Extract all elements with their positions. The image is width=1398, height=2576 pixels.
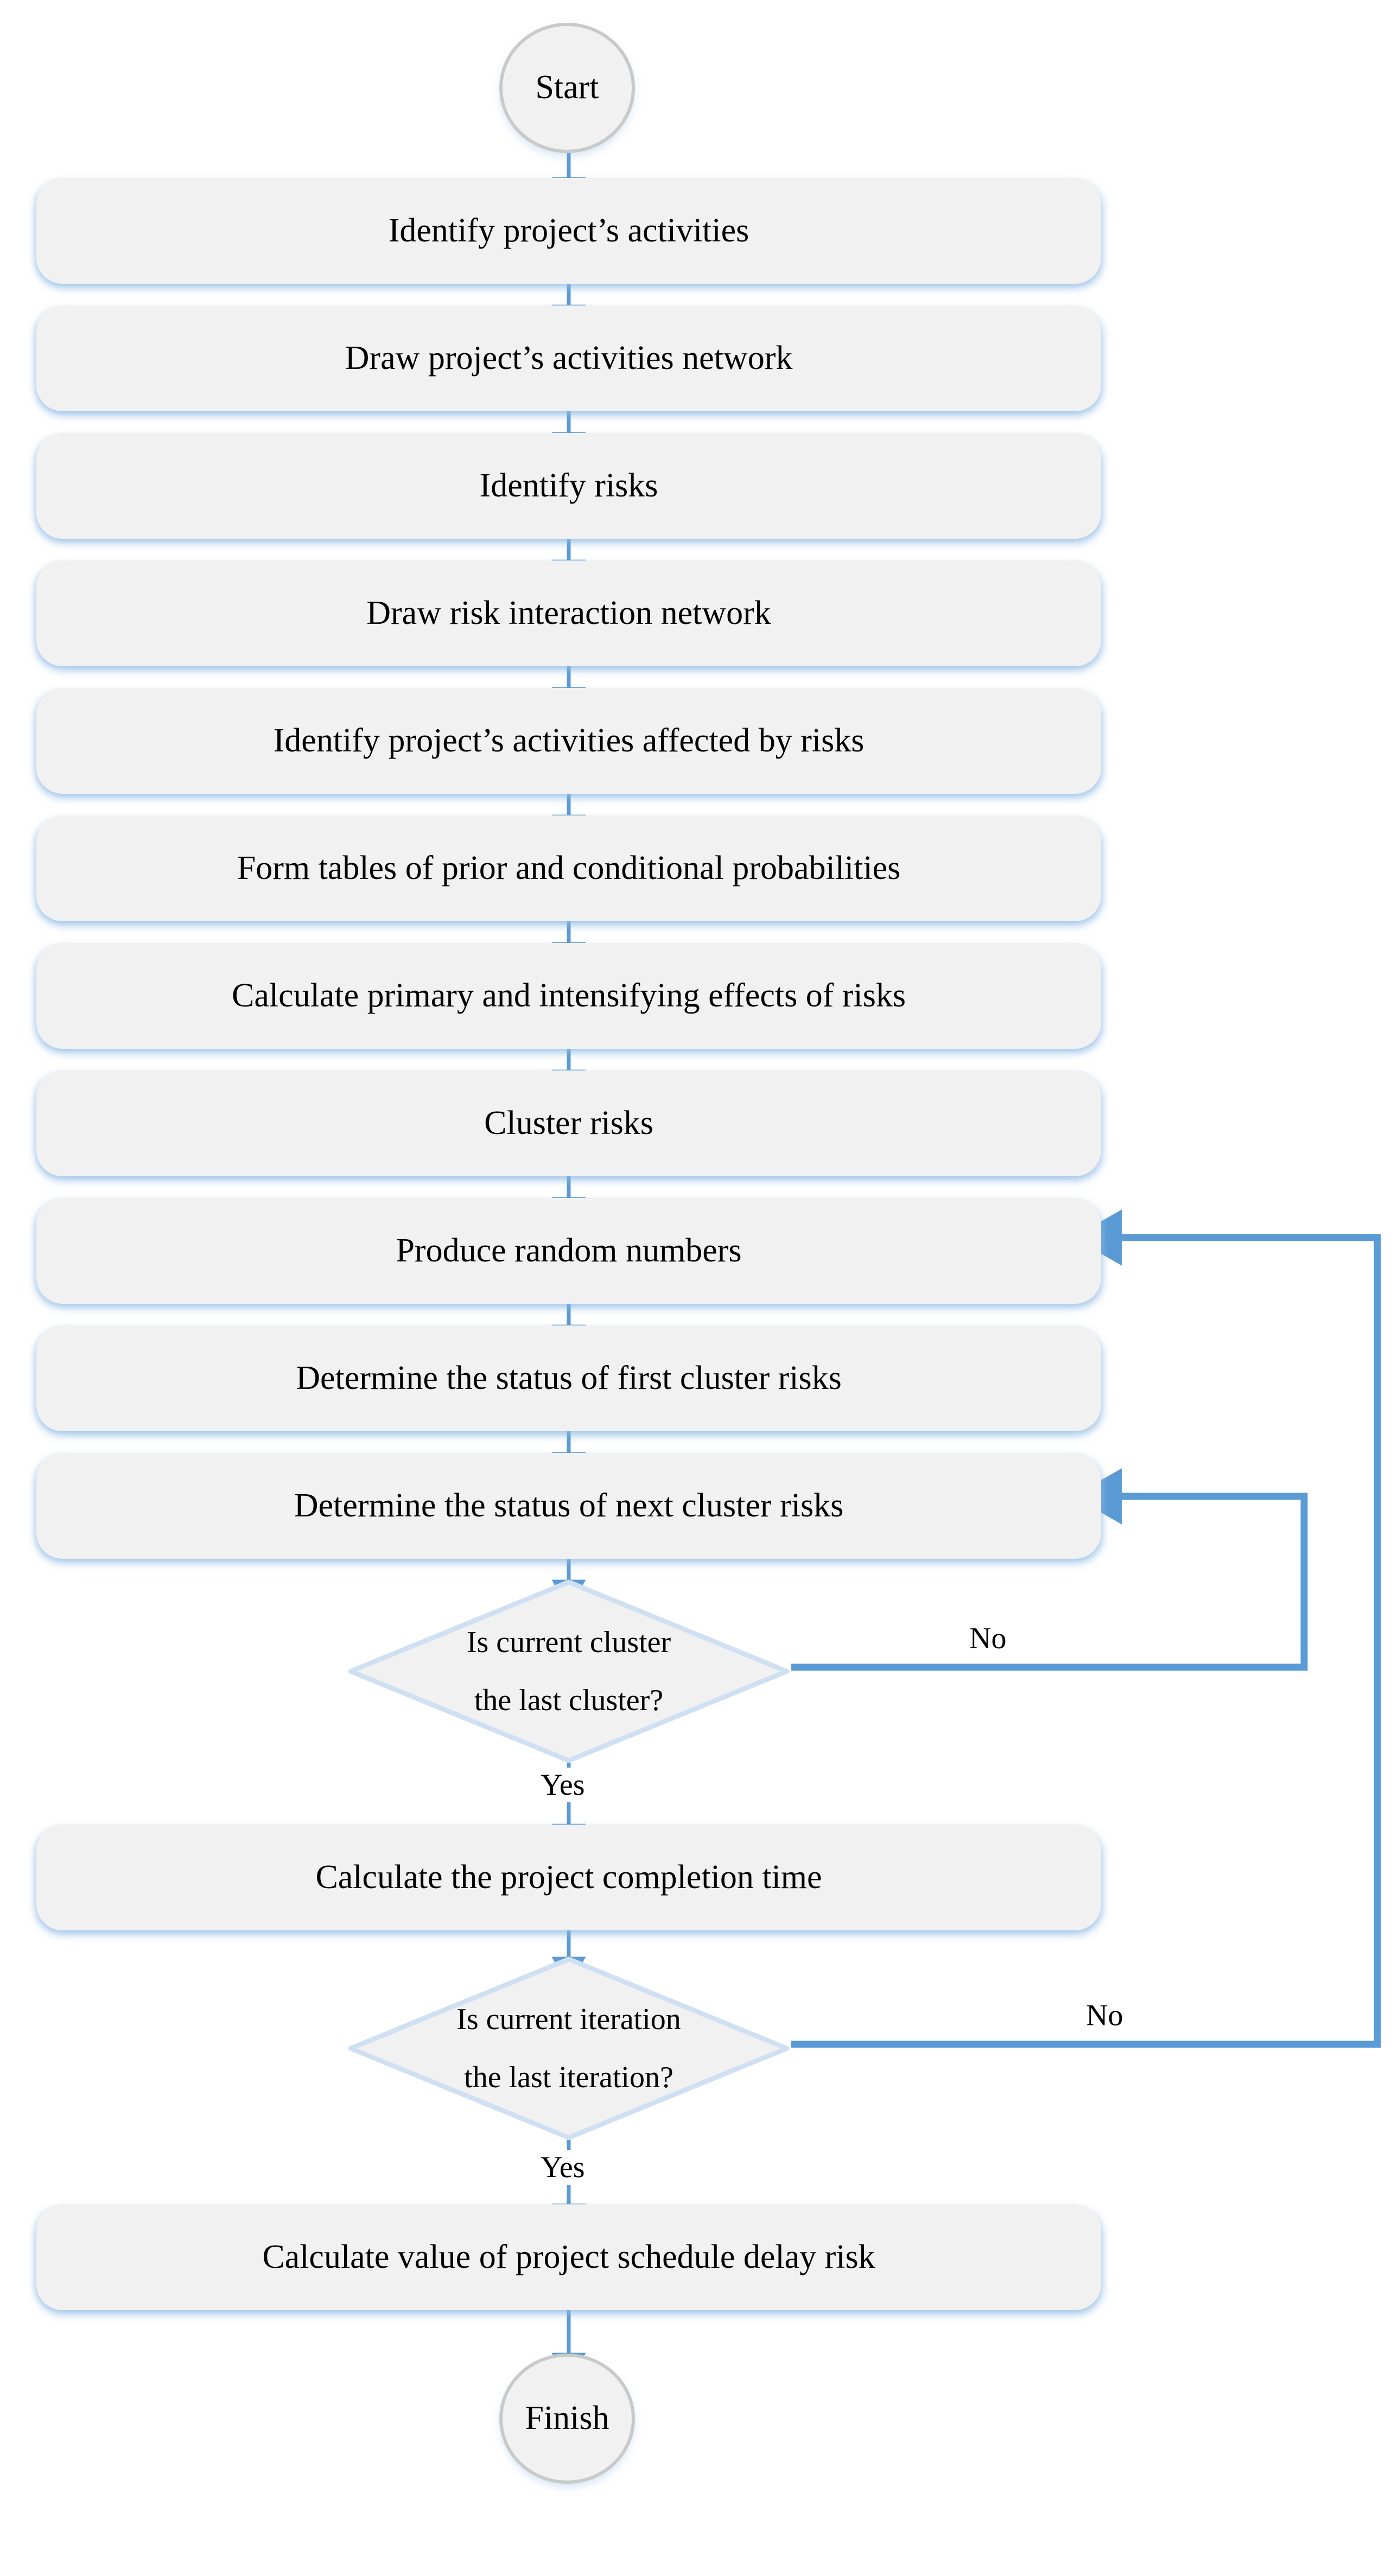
node-label: Produce random numbers: [396, 1232, 742, 1269]
node-label: Identify project’s activities affected b…: [273, 722, 865, 759]
node-draw-risk-interaction-network[interactable]: Draw risk interaction network: [36, 560, 1101, 666]
node-label: Draw risk interaction network: [366, 594, 771, 632]
node-label: Determine the status of first cluster ri…: [296, 1359, 842, 1397]
decision-label-line1: Is current cluster: [466, 1625, 671, 1660]
node-identify-activities-affected[interactable]: Identify project’s activities affected b…: [36, 688, 1101, 794]
node-calculate-completion-time[interactable]: Calculate the project completion time: [36, 1825, 1101, 1930]
decision-label-line1: Is current iteration: [456, 2003, 681, 2037]
node-label: Calculate primary and intensifying effec…: [232, 977, 906, 1014]
node-label: Determine the status of next cluster ris…: [294, 1487, 844, 1524]
decision-label-line2: the last iteration?: [464, 2060, 673, 2094]
decision-label: Is current iteration the last iteration?: [346, 2001, 791, 2095]
node-status-first-cluster[interactable]: Determine the status of first cluster ri…: [36, 1325, 1101, 1431]
node-start-label: Start: [535, 69, 599, 106]
node-label: Calculate the project completion time: [315, 1858, 822, 1896]
node-draw-activities-network[interactable]: Draw project’s activities network: [36, 305, 1101, 411]
node-cluster-risks[interactable]: Cluster risks: [36, 1070, 1101, 1176]
decision-diamond-shape: [348, 1579, 790, 1763]
node-identify-risks[interactable]: Identify risks: [36, 433, 1101, 539]
decision-diamond-shape: [348, 1956, 790, 2140]
node-decision-last-cluster[interactable]: Is current cluster the last cluster?: [346, 1578, 791, 1765]
node-label: Identify project’s activities: [388, 212, 749, 249]
node-produce-random-numbers[interactable]: Produce random numbers: [36, 1198, 1101, 1304]
node-decision-last-iteration[interactable]: Is current iteration the last iteration?: [346, 1955, 791, 2142]
node-label: Identify risks: [479, 467, 658, 504]
edge-label-d2-no: No: [1083, 1998, 1127, 2033]
node-label: Draw project’s activities network: [345, 339, 793, 377]
edge-label-d1-yes: Yes: [537, 1768, 588, 1802]
edge-label-d1-no: No: [966, 1621, 1010, 1656]
node-label: Calculate value of project schedule dela…: [262, 2238, 875, 2275]
node-form-probability-tables[interactable]: Form tables of prior and conditional pro…: [36, 815, 1101, 921]
node-status-next-cluster[interactable]: Determine the status of next cluster ris…: [36, 1453, 1101, 1559]
node-label: Form tables of prior and conditional pro…: [237, 849, 901, 887]
edge-label-d2-yes: Yes: [537, 2150, 588, 2185]
decision-label: Is current cluster the last cluster?: [346, 1624, 791, 1718]
node-label: Cluster risks: [484, 1104, 653, 1142]
node-identify-activities[interactable]: Identify project’s activities: [36, 178, 1101, 284]
decision-label-line2: the last cluster?: [474, 1683, 664, 1717]
node-calculate-effects[interactable]: Calculate primary and intensifying effec…: [36, 943, 1101, 1049]
node-start[interactable]: Start: [499, 23, 635, 153]
node-finish[interactable]: Finish: [499, 2354, 635, 2484]
node-calculate-delay-risk[interactable]: Calculate value of project schedule dela…: [36, 2204, 1101, 2310]
node-finish-label: Finish: [525, 2400, 609, 2437]
